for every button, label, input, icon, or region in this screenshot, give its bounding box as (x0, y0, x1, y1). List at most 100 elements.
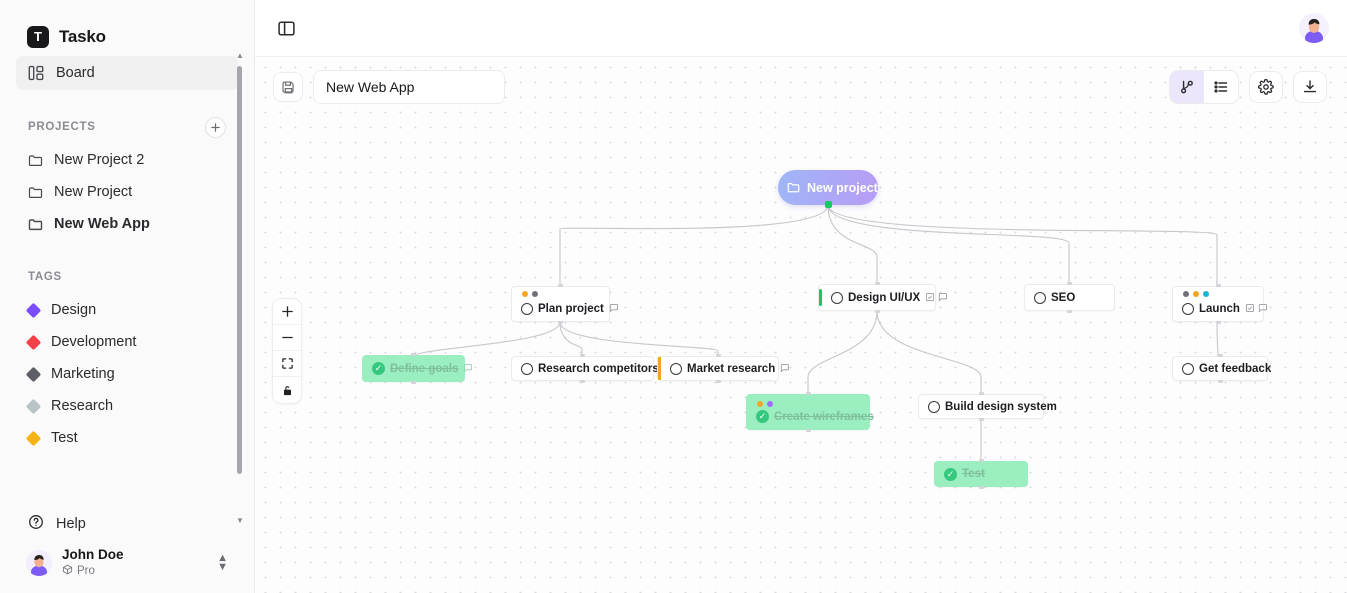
tag-label: Research (51, 398, 114, 414)
sidebar-tag-research[interactable]: Research (16, 390, 238, 422)
node-new-project[interactable]: New project (778, 170, 878, 208)
node-handle-top[interactable] (558, 284, 563, 287)
node-handle-top[interactable] (805, 392, 811, 395)
gear-icon[interactable] (1249, 71, 1283, 103)
sidebar-project-new-web-app[interactable]: New Web App (16, 208, 238, 240)
node-label: Design UI/UX (848, 291, 921, 304)
comment-icon[interactable] (1258, 300, 1268, 318)
node-handle-top[interactable] (1215, 284, 1221, 287)
node-checkbox[interactable] (521, 302, 533, 315)
user-avatar[interactable] (1299, 13, 1329, 43)
scrollbar-down-arrow[interactable]: ▼ (236, 516, 244, 525)
user-account-row[interactable]: John Doe Pro ▲▼ (16, 541, 238, 579)
node-get-feedback[interactable]: Get feedback (1172, 354, 1272, 383)
node-handle-bottom[interactable] (1215, 321, 1221, 324)
node-checkbox[interactable] (1034, 291, 1046, 304)
download-icon[interactable] (1293, 71, 1327, 103)
plan-badge-icon (62, 564, 73, 579)
board-canvas[interactable]: New project Plan project (255, 57, 1347, 593)
node-icons (925, 289, 948, 307)
node-content: New project (778, 181, 878, 195)
node-handle-bottom[interactable] (715, 380, 721, 383)
zoom-out-button[interactable] (273, 325, 301, 351)
panel-toggle-icon[interactable] (273, 15, 299, 41)
sidebar-project-new-project[interactable]: New Project (16, 176, 238, 208)
node-define-goals[interactable]: ✓ Define goals (362, 353, 473, 384)
node-handle-bottom[interactable] (824, 201, 832, 208)
comment-icon[interactable] (780, 360, 790, 378)
zoom-in-button[interactable] (273, 299, 301, 325)
node-handle-bottom[interactable] (1217, 380, 1223, 383)
node-label: SEO (1051, 291, 1076, 304)
comment-icon[interactable] (609, 300, 619, 318)
node-handle-top[interactable] (874, 282, 880, 285)
board-title-input[interactable] (313, 70, 505, 104)
sidebar-project-new-project-2[interactable]: New Project 2 (16, 144, 238, 176)
checklist-icon[interactable] (925, 289, 935, 307)
node-checkbox[interactable]: ✓ (372, 362, 385, 375)
list-icon[interactable] (1204, 71, 1238, 103)
node-checkbox[interactable] (831, 291, 843, 304)
node-handle-top[interactable] (1067, 282, 1072, 285)
node-handle-bottom[interactable] (978, 486, 984, 489)
node-research-competitors[interactable]: Research competitors (511, 354, 659, 383)
sidebar-scrollbar[interactable]: ▲ ▼ (236, 51, 244, 525)
node-handle-top[interactable] (411, 353, 416, 356)
tag-label: Test (51, 430, 78, 446)
sidebar-tag-development[interactable]: Development (16, 326, 238, 358)
add-project-button[interactable] (205, 116, 226, 138)
sidebar-item-help[interactable]: Help (16, 507, 238, 541)
node-seo[interactable]: SEO (1024, 282, 1115, 313)
node-checkbox[interactable] (928, 400, 940, 413)
node-handle-bottom[interactable] (978, 418, 984, 421)
node-handle-top[interactable] (978, 459, 984, 462)
node-handle-bottom[interactable] (411, 381, 416, 384)
save-icon[interactable] (273, 72, 303, 102)
node-handle-top[interactable] (715, 354, 721, 357)
account-switcher-icon[interactable]: ▲▼ (217, 552, 228, 573)
top-bar (255, 0, 1347, 57)
fit-view-button[interactable] (273, 351, 301, 377)
node-build-design-system[interactable]: Build design system (918, 392, 1057, 421)
node-plan-project[interactable]: Plan project (511, 284, 618, 324)
node-market-research[interactable]: Market research (657, 354, 790, 383)
edge-launch-feedback (1216, 321, 1219, 358)
node-content: SEO (1025, 291, 1114, 304)
node-handle-bottom[interactable] (874, 310, 880, 313)
comment-icon[interactable] (463, 360, 473, 378)
node-design-ui-ux[interactable]: Design UI/UX (818, 282, 948, 313)
node-test[interactable]: ✓ Test (934, 459, 1028, 489)
node-label: Get feedback (1199, 362, 1272, 375)
node-checkbox[interactable]: ✓ (756, 410, 769, 423)
sidebar-tag-marketing[interactable]: Marketing (16, 358, 238, 390)
node-handle-top[interactable] (580, 354, 585, 357)
view-mode-switch (1169, 70, 1239, 104)
lock-button[interactable] (273, 377, 301, 403)
node-checkbox[interactable] (1182, 302, 1194, 315)
comment-icon[interactable] (938, 289, 948, 307)
node-tag-dots (747, 401, 869, 410)
node-checkbox[interactable] (1182, 362, 1194, 375)
node-handle-top[interactable] (978, 392, 984, 395)
node-handle-bottom[interactable] (580, 380, 585, 383)
node-launch[interactable]: Launch (1172, 284, 1267, 324)
folder-icon (28, 185, 43, 200)
node-handle-bottom[interactable] (558, 321, 563, 324)
sidebar-tag-test[interactable]: Test (16, 422, 238, 454)
brand[interactable]: T Tasko (0, 0, 254, 56)
checklist-icon[interactable] (1245, 300, 1255, 318)
canvas-header (273, 70, 505, 104)
node-handle-top[interactable] (1217, 354, 1223, 357)
node-checkbox[interactable] (521, 362, 533, 375)
node-checkbox[interactable]: ✓ (944, 467, 957, 481)
scrollbar-thumb[interactable] (237, 66, 242, 474)
node-handle-bottom[interactable] (805, 429, 811, 432)
git-branch-icon[interactable] (1170, 71, 1204, 103)
node-create-wireframes[interactable]: ✓ Create wireframes (746, 392, 874, 432)
scrollbar-up-arrow[interactable]: ▲ (236, 51, 244, 60)
node-checkbox[interactable] (670, 362, 682, 375)
sidebar-tag-design[interactable]: Design (16, 294, 238, 326)
sidebar-item-board[interactable]: Board (16, 56, 238, 90)
node-handle-bottom[interactable] (1067, 310, 1072, 313)
